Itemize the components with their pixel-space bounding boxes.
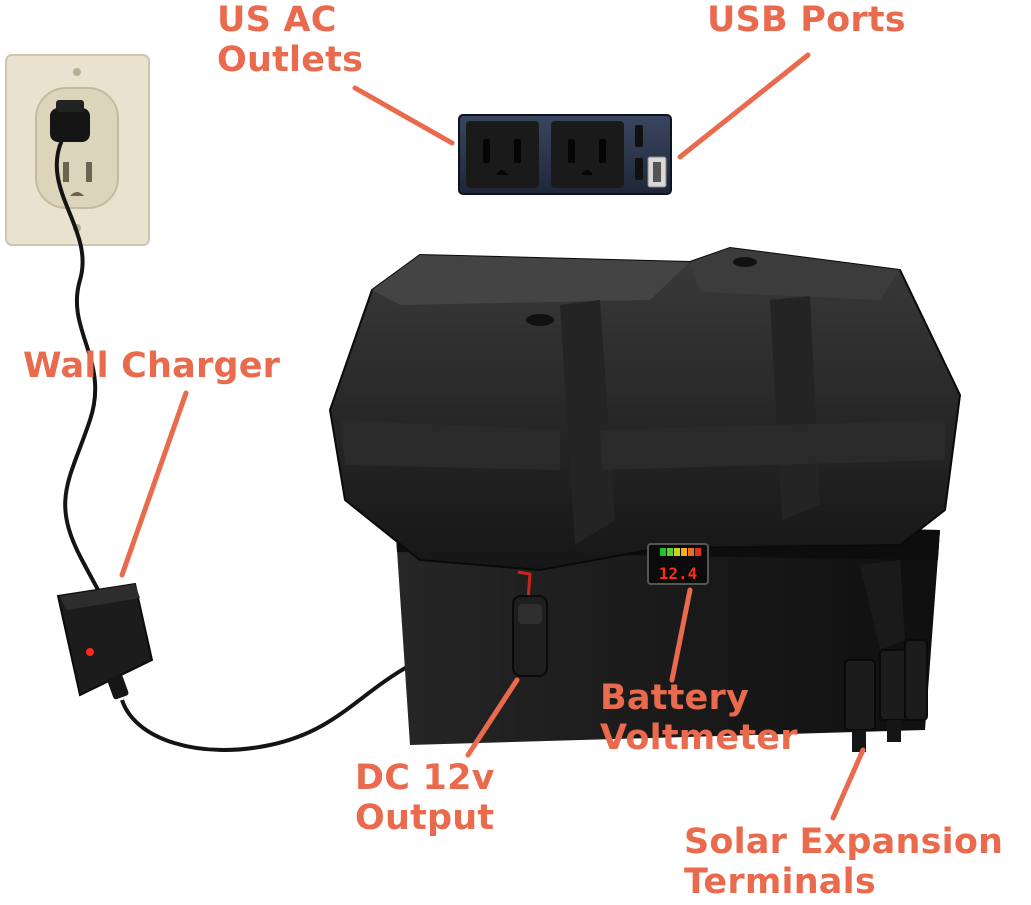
label-battery-voltmeter: Battery Voltmeter (600, 678, 798, 758)
label-ac-outlets: US AC Outlets (217, 0, 363, 80)
ac-outlet-panel (458, 114, 672, 195)
label-ac-outlets-line1: US AC (217, 0, 337, 40)
wall-charger-brick (56, 582, 154, 700)
dc-socket (512, 570, 548, 677)
battery-box (328, 246, 962, 745)
wall-outlet (5, 54, 150, 246)
voltmeter-display (647, 543, 709, 585)
label-battery-voltmeter-line1: Battery (600, 678, 749, 718)
label-battery-voltmeter-line2: Voltmeter (600, 718, 798, 758)
label-solar-terminals-line2: Terminals (684, 862, 876, 902)
callout-leaders (119, 52, 866, 821)
wall-plug (50, 100, 90, 142)
label-solar-terminals: Solar Expansion Terminals (684, 822, 1003, 902)
solar-terminals (844, 560, 928, 752)
charger-led-icon (86, 648, 94, 656)
label-dc-output: DC 12v Output (355, 758, 495, 838)
label-dc-output-line2: Output (355, 798, 495, 838)
label-ac-outlets-line2: Outlets (217, 40, 364, 80)
voltmeter-reading: 12.4 (659, 564, 698, 583)
label-usb-ports-text: USB Ports (707, 0, 906, 40)
label-dc-output-line1: DC 12v (355, 758, 495, 798)
label-wall-charger-text: Wall Charger (23, 346, 281, 386)
label-usb-ports: USB Ports (707, 0, 906, 40)
label-solar-terminals-line1: Solar Expansion (684, 822, 1004, 862)
label-wall-charger: Wall Charger (23, 346, 280, 386)
